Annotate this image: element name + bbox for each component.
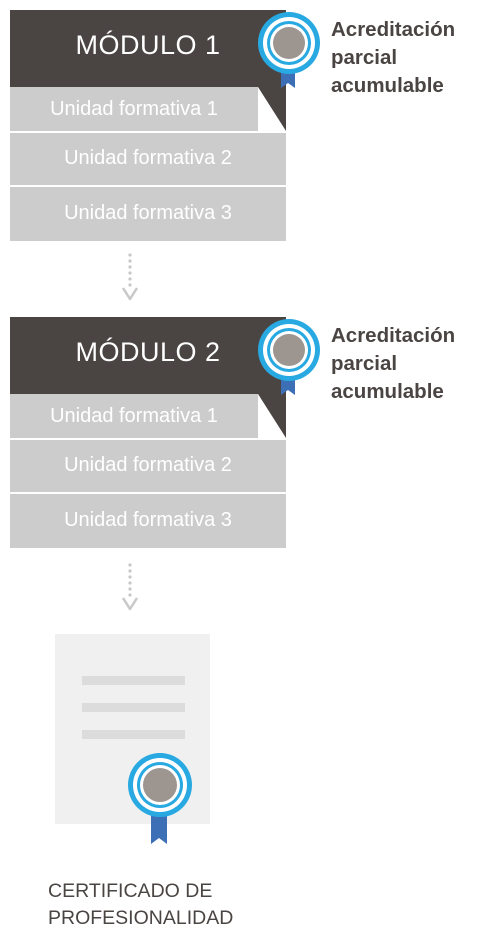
- module-header: MÓDULO 1: [10, 10, 286, 87]
- badge-seal: [258, 12, 320, 74]
- award-badge-icon: [128, 753, 192, 844]
- badge-ribbon: [151, 810, 167, 844]
- unit-item: Unidad formativa 2: [10, 131, 286, 185]
- dotted-arrow-down-icon: [121, 253, 139, 301]
- unit-item: Unidad formativa 3: [10, 185, 286, 241]
- accreditation-line: acumulable: [331, 380, 444, 403]
- unit-item: Unidad formativa 1: [10, 87, 258, 131]
- certificate-label: CERTIFICADO DE PROFESIONALIDAD: [48, 878, 233, 932]
- certificate-label-line: CERTIFICADO DE: [48, 880, 213, 902]
- badge-seal: [128, 753, 192, 817]
- unit-separator: [10, 492, 286, 494]
- accreditation-line: acumulable: [331, 74, 444, 97]
- document-line: [82, 703, 185, 712]
- accreditation-label: Acreditación parcial acumulable: [331, 322, 455, 406]
- module-title: MÓDULO 2: [75, 337, 221, 367]
- accreditation-line: parcial: [331, 352, 398, 375]
- module-header-fold: [258, 87, 286, 131]
- document-line: [82, 676, 185, 685]
- badge-seal: [258, 319, 320, 381]
- award-badge-icon: [258, 12, 320, 88]
- unit-item: Unidad formativa 3: [10, 492, 286, 548]
- unit-separator: [10, 131, 286, 133]
- award-badge-icon: [258, 319, 320, 395]
- accreditation-line: Acreditación: [331, 324, 456, 347]
- accreditation-line: parcial: [331, 46, 398, 69]
- unit-separator: [10, 438, 286, 440]
- unit-item: Unidad formativa 2: [10, 438, 286, 492]
- unit-item: Unidad formativa 1: [10, 394, 258, 438]
- accreditation-line: Acreditación: [331, 18, 456, 41]
- module-title: MÓDULO 1: [75, 30, 221, 60]
- unit-separator: [10, 185, 286, 187]
- dotted-arrow-down-icon: [121, 563, 139, 611]
- document-line: [82, 730, 185, 739]
- module-header-fold: [258, 394, 286, 438]
- accreditation-label: Acreditación parcial acumulable: [331, 16, 455, 100]
- certificate-label-line: PROFESIONALIDAD: [48, 907, 234, 929]
- module-header: MÓDULO 2: [10, 317, 286, 394]
